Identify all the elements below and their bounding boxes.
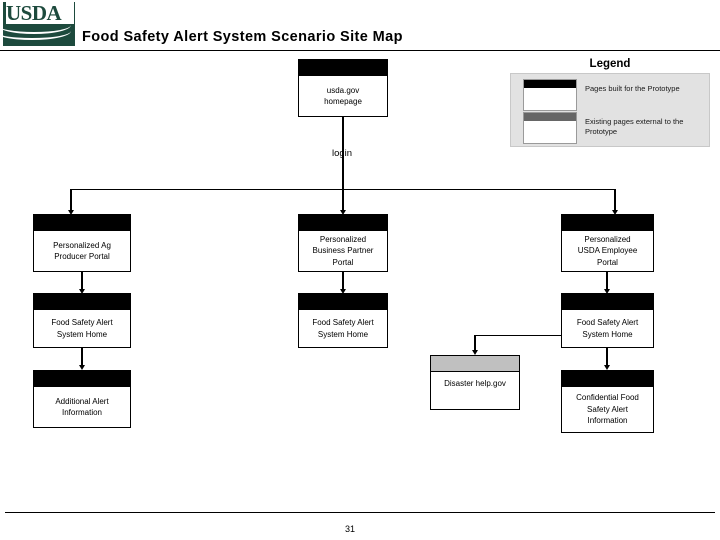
node-label: Confidential Food Safety Alert Informati…: [576, 393, 639, 426]
node-additional-alert-information[interactable]: Additional Alert Information: [33, 370, 131, 428]
usda-logo-swoosh-lower: [3, 22, 71, 40]
node-header-bar: [562, 215, 653, 231]
legend: Legend Pages built for the Prototype Exi…: [510, 58, 710, 147]
footer-divider: [5, 512, 715, 513]
node-label: Food Safety Alert System Home: [576, 318, 639, 339]
arrowhead-to-disaster-helpgov: [472, 350, 478, 355]
arrowhead-to-ag-producer-portal: [68, 210, 74, 215]
node-confidential-food-safety-alert-information[interactable]: Confidential Food Safety Alert Informati…: [561, 370, 654, 433]
arrowhead-to-additional-alert-information: [79, 365, 85, 370]
site-map-diagram: usda.gov homepage login Personalized Ag …: [0, 50, 720, 490]
legend-item-external: Existing pages external to the Prototype: [511, 112, 709, 144]
node-usda-employee-portal[interactable]: Personalized USDA Employee Portal: [561, 214, 654, 272]
node-label: Food Safety Alert System Home: [51, 318, 113, 339]
page-number: 31: [344, 524, 355, 534]
edge-label-login: login: [331, 148, 353, 159]
arrowhead-to-fsas-home-right: [604, 289, 610, 294]
node-fsas-home-right[interactable]: Food Safety Alert System Home: [561, 293, 654, 348]
node-label: Additional Alert Information: [55, 396, 109, 418]
connector-bus-drop-middle: [342, 189, 344, 211]
legend-item-prototype: Pages built for the Prototype: [511, 79, 709, 111]
connector-ag-producer-to-fsas-home: [81, 272, 83, 290]
node-header-bar: [299, 294, 387, 310]
node-header-bar: [299, 60, 387, 76]
legend-swatch-prototype: [523, 79, 577, 111]
legend-swatch-bar-prototype: [524, 80, 576, 88]
arrowhead-to-confidential-information: [604, 365, 610, 370]
connector-fsas-home-to-additional-alert: [81, 348, 83, 366]
legend-label-prototype: Pages built for the Prototype: [585, 84, 680, 93]
header-divider: [0, 50, 720, 51]
usda-logo: USDA: [3, 2, 75, 46]
node-business-partner-portal[interactable]: Personalized Business Partner Portal: [298, 214, 388, 272]
node-label: Personalized Ag Producer Portal: [53, 240, 111, 262]
node-header-bar: [431, 356, 519, 372]
slide-header: USDA Food Safety Alert System Scenario S…: [0, 0, 720, 50]
node-header-bar: [562, 371, 653, 387]
connector-employee-portal-to-fsas-home: [606, 272, 608, 290]
connector-disaster-elbow-drop: [474, 335, 476, 351]
legend-box: Pages built for the Prototype Existing p…: [510, 73, 710, 147]
arrowhead-to-usda-employee-portal: [612, 210, 618, 215]
node-header-bar: [299, 215, 387, 231]
connector-fsas-home-right-to-disaster-elbow: [474, 335, 562, 336]
connector-fsas-home-right-to-confidential: [606, 348, 608, 366]
node-header-bar: [562, 294, 653, 310]
node-usda-homepage[interactable]: usda.gov homepage: [298, 59, 388, 117]
node-header-bar: [34, 294, 130, 310]
connector-homepage-to-bus: [342, 117, 344, 189]
node-fsas-home-middle[interactable]: Food Safety Alert System Home: [298, 293, 388, 348]
arrowhead-to-fsas-home-left: [79, 289, 85, 294]
node-label: Personalized Business Partner Portal: [312, 234, 374, 267]
node-disaster-helpgov[interactable]: Disaster help.gov: [430, 355, 520, 410]
node-label: Disaster help.gov: [444, 379, 506, 388]
connector-business-partner-to-fsas-home: [342, 272, 344, 290]
legend-swatch-bar-external: [524, 113, 576, 121]
node-label: Food Safety Alert System Home: [312, 318, 374, 339]
legend-title: Legend: [589, 58, 631, 70]
connector-bus-drop-right: [614, 189, 616, 211]
node-label: usda.gov homepage: [324, 85, 362, 107]
node-ag-producer-portal[interactable]: Personalized Ag Producer Portal: [33, 214, 131, 272]
node-header-bar: [34, 215, 130, 231]
page-title: Food Safety Alert System Scenario Site M…: [82, 29, 403, 45]
legend-label-external: Existing pages external to the Prototype: [585, 117, 684, 136]
arrowhead-to-fsas-home-middle: [340, 289, 346, 294]
usda-logo-wordmark: USDA: [6, 2, 74, 24]
node-header-bar: [34, 371, 130, 387]
arrowhead-to-business-partner-portal: [340, 210, 346, 215]
node-label: Personalized USDA Employee Portal: [577, 234, 638, 267]
connector-bus-drop-left: [70, 189, 72, 211]
node-fsas-home-left[interactable]: Food Safety Alert System Home: [33, 293, 131, 348]
legend-swatch-external: [523, 112, 577, 144]
